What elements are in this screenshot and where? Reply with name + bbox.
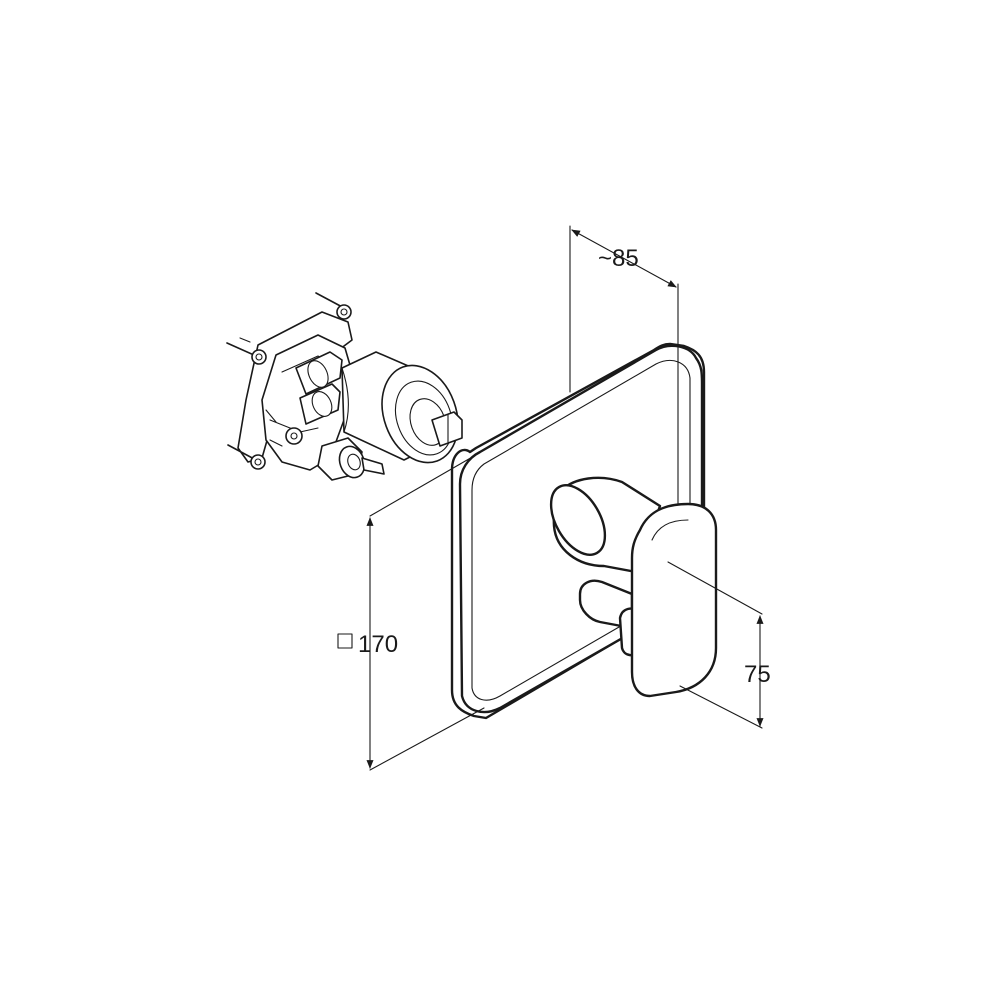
lever-paddle (630, 502, 718, 698)
dimension-lever: 75 (667, 561, 771, 729)
inlet-nipple (361, 457, 385, 475)
concealed-valve-body (226, 292, 463, 481)
dimension-depth: ~85 (569, 225, 679, 505)
mounting-stud-left (226, 342, 267, 365)
square-dimension-icon (337, 633, 353, 649)
mounting-stud-top (315, 292, 352, 320)
dimension-plate: 170 (337, 455, 485, 771)
depth-label: ~85 (598, 245, 639, 272)
plate-label: 170 (358, 631, 398, 658)
mounting-stud-bottom (227, 444, 266, 470)
lever-label: 75 (744, 661, 771, 688)
spindle (431, 411, 463, 447)
